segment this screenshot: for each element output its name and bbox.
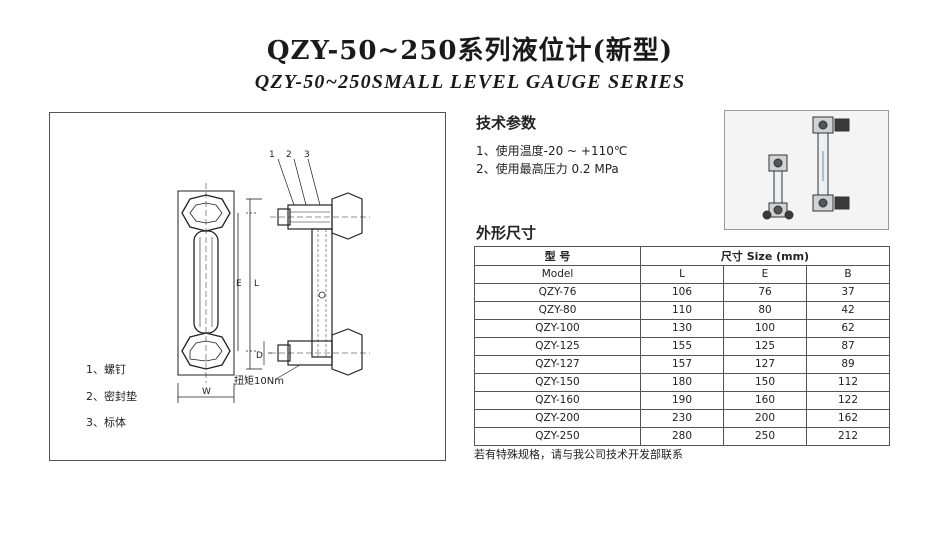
technical-drawing: E L W xyxy=(49,112,446,461)
dim-w-label: W xyxy=(202,387,211,397)
cell-b: 42 xyxy=(806,301,890,320)
cell-e: 125 xyxy=(723,337,807,356)
cell-model: QZY-160 xyxy=(474,391,641,410)
callout-3: 3 xyxy=(304,150,310,160)
page-title-cn: QZY-50~250系列液位计(新型) xyxy=(266,36,674,66)
cell-b: 87 xyxy=(806,337,890,356)
legend-label-3: 标体 xyxy=(104,416,126,429)
table-row: QZY-250 280 250 212 xyxy=(474,427,890,446)
table-row: QZY-125 155 125 87 xyxy=(474,337,890,356)
cell-e: 150 xyxy=(723,373,807,392)
table-row: QZY-100 130 100 62 xyxy=(474,319,890,338)
legend-label-2: 密封垫 xyxy=(104,390,137,403)
cell-model: QZY-80 xyxy=(474,301,641,320)
legend-num-3: 3、 xyxy=(86,416,104,429)
cell-l: 157 xyxy=(640,355,724,374)
gauge-drawing-svg: E L W xyxy=(177,150,370,403)
cell-l: 280 xyxy=(640,427,724,446)
cell-e: 100 xyxy=(723,319,807,338)
model-head-cn: 型 号 xyxy=(474,246,641,266)
table-header-row-1: 型 号 尺寸 Size (mm) xyxy=(474,246,890,266)
legend-label-1: 螺钉 xyxy=(104,363,126,376)
cell-l: 155 xyxy=(640,337,724,356)
top-hex-bolt xyxy=(181,194,231,232)
table-header-row-2: Model L E B xyxy=(474,265,890,284)
special-spec-note: 若有特殊规格，请与我公司技术开发部联系 xyxy=(474,448,683,461)
spec-line-temperature: 1、使用温度-20 ~ +110℃ xyxy=(476,144,628,158)
page-title-en: QZY-50~250SMALL LEVEL GAUGE SERIES xyxy=(254,71,686,93)
legend-item-1: 1、螺钉 xyxy=(86,361,126,377)
legend-item-3: 3、标体 xyxy=(86,414,126,430)
cell-model: QZY-200 xyxy=(474,409,641,428)
table-row: QZY-200 230 200 162 xyxy=(474,409,890,428)
table-row: QZY-150 180 150 112 xyxy=(474,373,890,392)
photo-gauge-right xyxy=(812,116,850,212)
photo-gauge-left xyxy=(762,154,794,220)
cell-model: QZY-127 xyxy=(474,355,641,374)
size-head: 尺寸 Size (mm) xyxy=(640,246,890,266)
legend-num-1: 1、 xyxy=(86,363,104,376)
cell-b: 62 xyxy=(806,319,890,338)
product-photo xyxy=(724,110,889,230)
legend-num-2: 2、 xyxy=(86,390,104,403)
cell-model: QZY-125 xyxy=(474,337,641,356)
legend-item-2: 2、密封垫 xyxy=(86,388,137,404)
cell-e: 160 xyxy=(723,391,807,410)
cell-model: QZY-250 xyxy=(474,427,641,446)
col-head-l: L xyxy=(640,265,724,284)
cell-e: 200 xyxy=(723,409,807,428)
cell-model: QZY-76 xyxy=(474,283,641,302)
bottom-nut xyxy=(331,328,363,376)
torque-label: 扭矩10Nm xyxy=(234,374,284,387)
front-view-dimensions xyxy=(177,183,262,403)
callout-2: 2 xyxy=(286,150,292,160)
vertical-body xyxy=(311,228,333,358)
dim-e-label: E xyxy=(236,279,242,289)
col-head-b: B xyxy=(806,265,890,284)
top-nut xyxy=(331,192,363,240)
cell-e: 80 xyxy=(723,301,807,320)
cell-l: 190 xyxy=(640,391,724,410)
cell-b: 212 xyxy=(806,427,890,446)
col-head-e: E xyxy=(723,265,807,284)
cell-model: QZY-150 xyxy=(474,373,641,392)
callout-1: 1 xyxy=(269,150,275,160)
cell-model: QZY-100 xyxy=(474,319,641,338)
cell-b: 89 xyxy=(806,355,890,374)
cell-l: 106 xyxy=(640,283,724,302)
size-table-heading: 外形尺寸 xyxy=(476,224,537,242)
cell-l: 130 xyxy=(640,319,724,338)
table-row: QZY-76 106 76 37 xyxy=(474,283,890,302)
table-row: QZY-80 110 80 42 xyxy=(474,301,890,320)
cell-e: 76 xyxy=(723,283,807,302)
side-view xyxy=(270,192,370,376)
cell-l: 180 xyxy=(640,373,724,392)
level-gauge-photo-icon xyxy=(762,116,850,220)
cell-l: 110 xyxy=(640,301,724,320)
spec-line-pressure: 2、使用最高压力 0.2 MPa xyxy=(476,162,619,176)
cell-e: 250 xyxy=(723,427,807,446)
table-row: QZY-160 190 160 122 xyxy=(474,391,890,410)
specs-heading: 技术参数 xyxy=(476,114,537,132)
dim-d-label: D xyxy=(256,351,263,361)
model-head-en: Model xyxy=(474,265,641,284)
cell-b: 112 xyxy=(806,373,890,392)
callout-leaders xyxy=(263,158,321,380)
cell-b: 37 xyxy=(806,283,890,302)
cell-e: 127 xyxy=(723,355,807,374)
cell-b: 162 xyxy=(806,409,890,428)
cell-b: 122 xyxy=(806,391,890,410)
bottom-hex-bolt xyxy=(181,332,231,370)
table-row: QZY-127 157 127 89 xyxy=(474,355,890,374)
cell-l: 230 xyxy=(640,409,724,428)
dim-l-label: L xyxy=(254,279,259,289)
size-table: 型 号 尺寸 Size (mm) Model L E B QZY-76 106 … xyxy=(474,246,890,446)
